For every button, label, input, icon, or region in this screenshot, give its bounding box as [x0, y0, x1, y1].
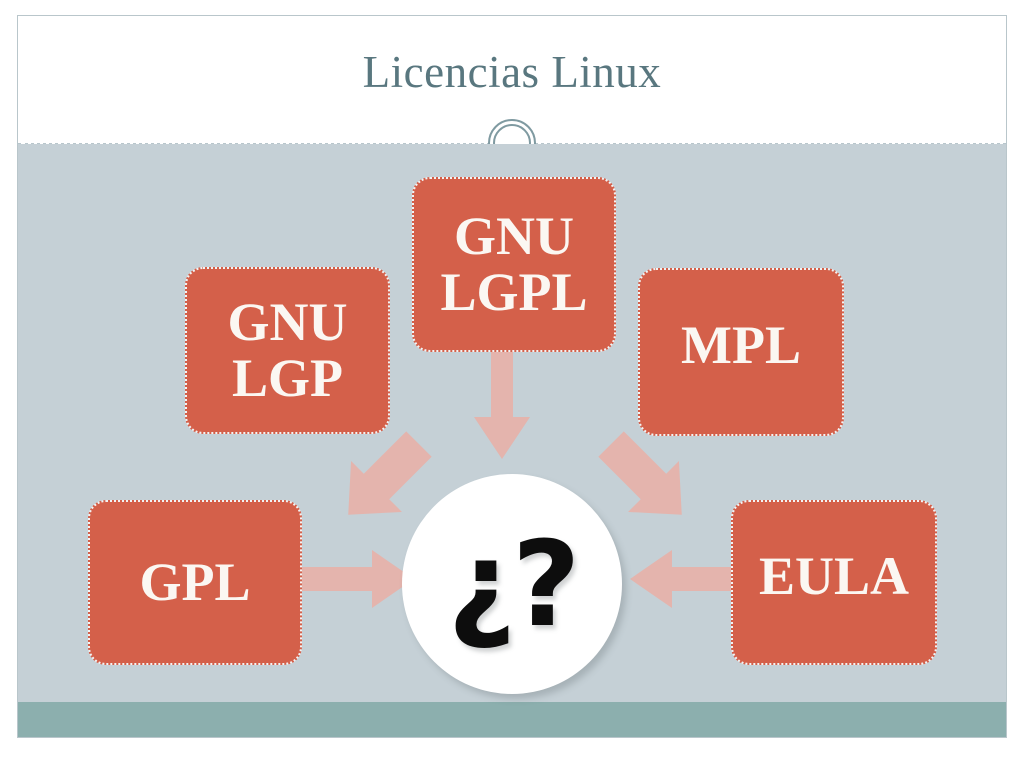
- center-bubble-label: ¿?: [447, 515, 581, 653]
- license-label-line2: LGPL: [440, 261, 588, 322]
- license-box-label: EULA: [758, 545, 910, 606]
- license-box-mpl[interactable]: MPL: [638, 268, 844, 436]
- license-label-line2: LGP: [231, 347, 343, 408]
- page-title: Licencias Linux: [362, 47, 662, 97]
- license-box-gnu-lgpl[interactable]: GNU LGPL: [412, 177, 616, 352]
- license-box-label: GNU LGPL: [440, 209, 587, 319]
- arrow-down-icon: [474, 339, 530, 459]
- license-label-line1: GNU: [454, 206, 574, 267]
- license-box-gpl[interactable]: GPL: [88, 500, 302, 665]
- license-box-label: GPL: [139, 551, 251, 612]
- license-box-label: GNU LGP: [228, 295, 348, 405]
- arrow-down-left-icon: [580, 418, 710, 538]
- arrow-left-icon: [630, 546, 754, 612]
- arrow-right-icon: [290, 546, 414, 612]
- license-box-gnu-lgp[interactable]: GNU LGP: [185, 267, 390, 434]
- license-box-eula[interactable]: EULA: [731, 500, 937, 665]
- license-label-line1: GNU: [227, 292, 348, 353]
- slide-footer-bar: [18, 702, 1006, 737]
- license-box-label: MPL: [681, 315, 801, 376]
- slide-canvas: GNU LGPL GNU LGP MPL GPL EULA ¿?: [18, 144, 1006, 704]
- arrow-down-right-icon: [320, 418, 450, 538]
- presentation-slide: Licencias Linux: [17, 15, 1007, 738]
- question-mark-bubble-icon: ¿?: [402, 474, 622, 694]
